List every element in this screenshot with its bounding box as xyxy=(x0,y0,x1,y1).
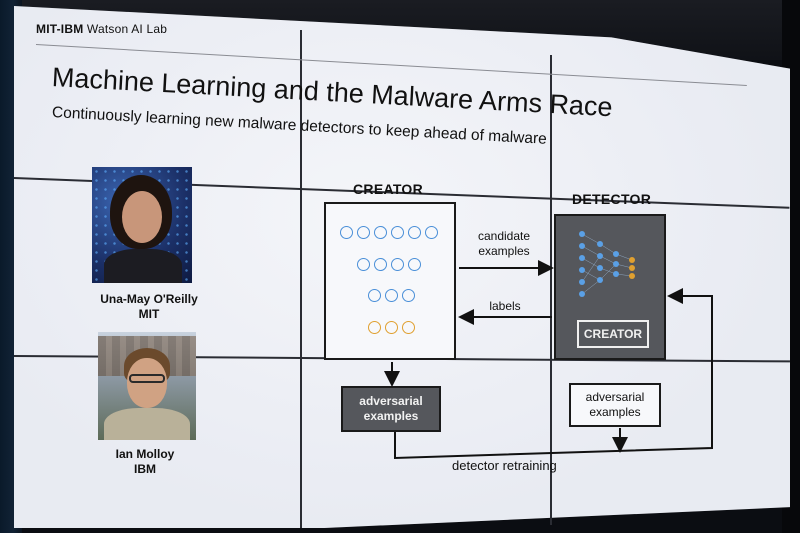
neuron-layer xyxy=(357,258,421,271)
candidate-examples-label: candidate examples xyxy=(477,229,531,258)
person-name: Ian Molloy xyxy=(115,447,175,461)
person-org: MIT xyxy=(138,307,160,321)
creator-network-box xyxy=(324,202,456,360)
lab-label: MIT-IBM Watson AI Lab xyxy=(36,22,167,36)
neural-network-icon xyxy=(579,231,635,297)
adversarial-examples-box-left: adversarial examples xyxy=(341,386,441,432)
tile-seam xyxy=(300,30,302,528)
inner-creator-box: CREATOR xyxy=(577,320,649,348)
detector-network-box: CREATOR xyxy=(554,214,666,360)
neuron-layer xyxy=(368,289,415,302)
detector-retraining-label: detector retraining xyxy=(452,458,557,473)
neuron-layer xyxy=(368,321,415,334)
portrait-una-may xyxy=(92,167,192,283)
tile-seam xyxy=(550,55,552,525)
person-name: Una-May O'Reilly xyxy=(100,292,198,306)
lab-brand: MIT-IBM xyxy=(36,22,84,36)
creator-heading: CREATOR xyxy=(353,181,424,197)
person-caption: Una-May O'Reilly MIT xyxy=(84,292,214,322)
lab-name: Watson AI Lab xyxy=(83,22,168,36)
adversarial-examples-box-right: adversarial examples xyxy=(569,383,661,427)
detector-heading: DETECTOR xyxy=(572,191,652,207)
person-caption: Ian Molloy IBM xyxy=(90,447,200,477)
labels-label: labels xyxy=(489,299,521,313)
person-org: IBM xyxy=(134,462,156,476)
neuron-layer xyxy=(340,226,438,239)
portrait-ian xyxy=(98,332,196,440)
